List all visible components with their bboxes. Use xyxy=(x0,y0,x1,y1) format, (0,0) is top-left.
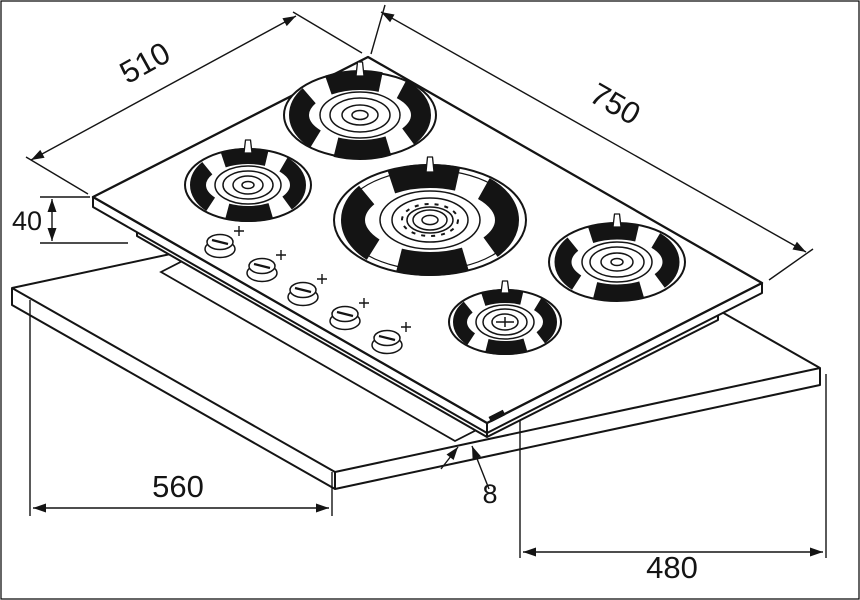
knob-3 xyxy=(287,274,327,307)
dim-label-560: 560 xyxy=(152,469,204,504)
igniter-mark xyxy=(359,298,369,308)
pan-support-prong xyxy=(355,61,365,77)
knob-2 xyxy=(246,250,286,283)
burner-rear-center xyxy=(283,61,437,160)
igniter-mark xyxy=(276,250,286,260)
brand-badge xyxy=(488,409,506,423)
igniter-mark xyxy=(317,274,327,284)
dimension-8: 8 xyxy=(440,445,498,509)
dim-label-8: 8 xyxy=(482,479,497,509)
dimension-40: 40 xyxy=(12,196,128,244)
igniter-mark xyxy=(234,226,244,236)
knob-5 xyxy=(371,322,411,355)
dimension-560: 560 xyxy=(29,300,333,516)
igniter-mark xyxy=(401,322,411,332)
knob-4 xyxy=(329,298,369,331)
dim-label-510: 510 xyxy=(114,35,176,91)
dimension-480: 480 xyxy=(519,374,827,585)
pan-support-prong xyxy=(425,156,435,173)
pan-support-prong xyxy=(243,139,253,154)
knob-1 xyxy=(204,226,244,259)
dim-label-480: 480 xyxy=(646,550,698,585)
control-knobs xyxy=(204,226,411,355)
burner-front-small xyxy=(448,280,562,355)
pan-support-prong xyxy=(500,280,510,294)
dim-label-40: 40 xyxy=(12,206,42,236)
dim-label-750: 750 xyxy=(584,76,646,132)
pan-support-prong xyxy=(612,213,622,228)
